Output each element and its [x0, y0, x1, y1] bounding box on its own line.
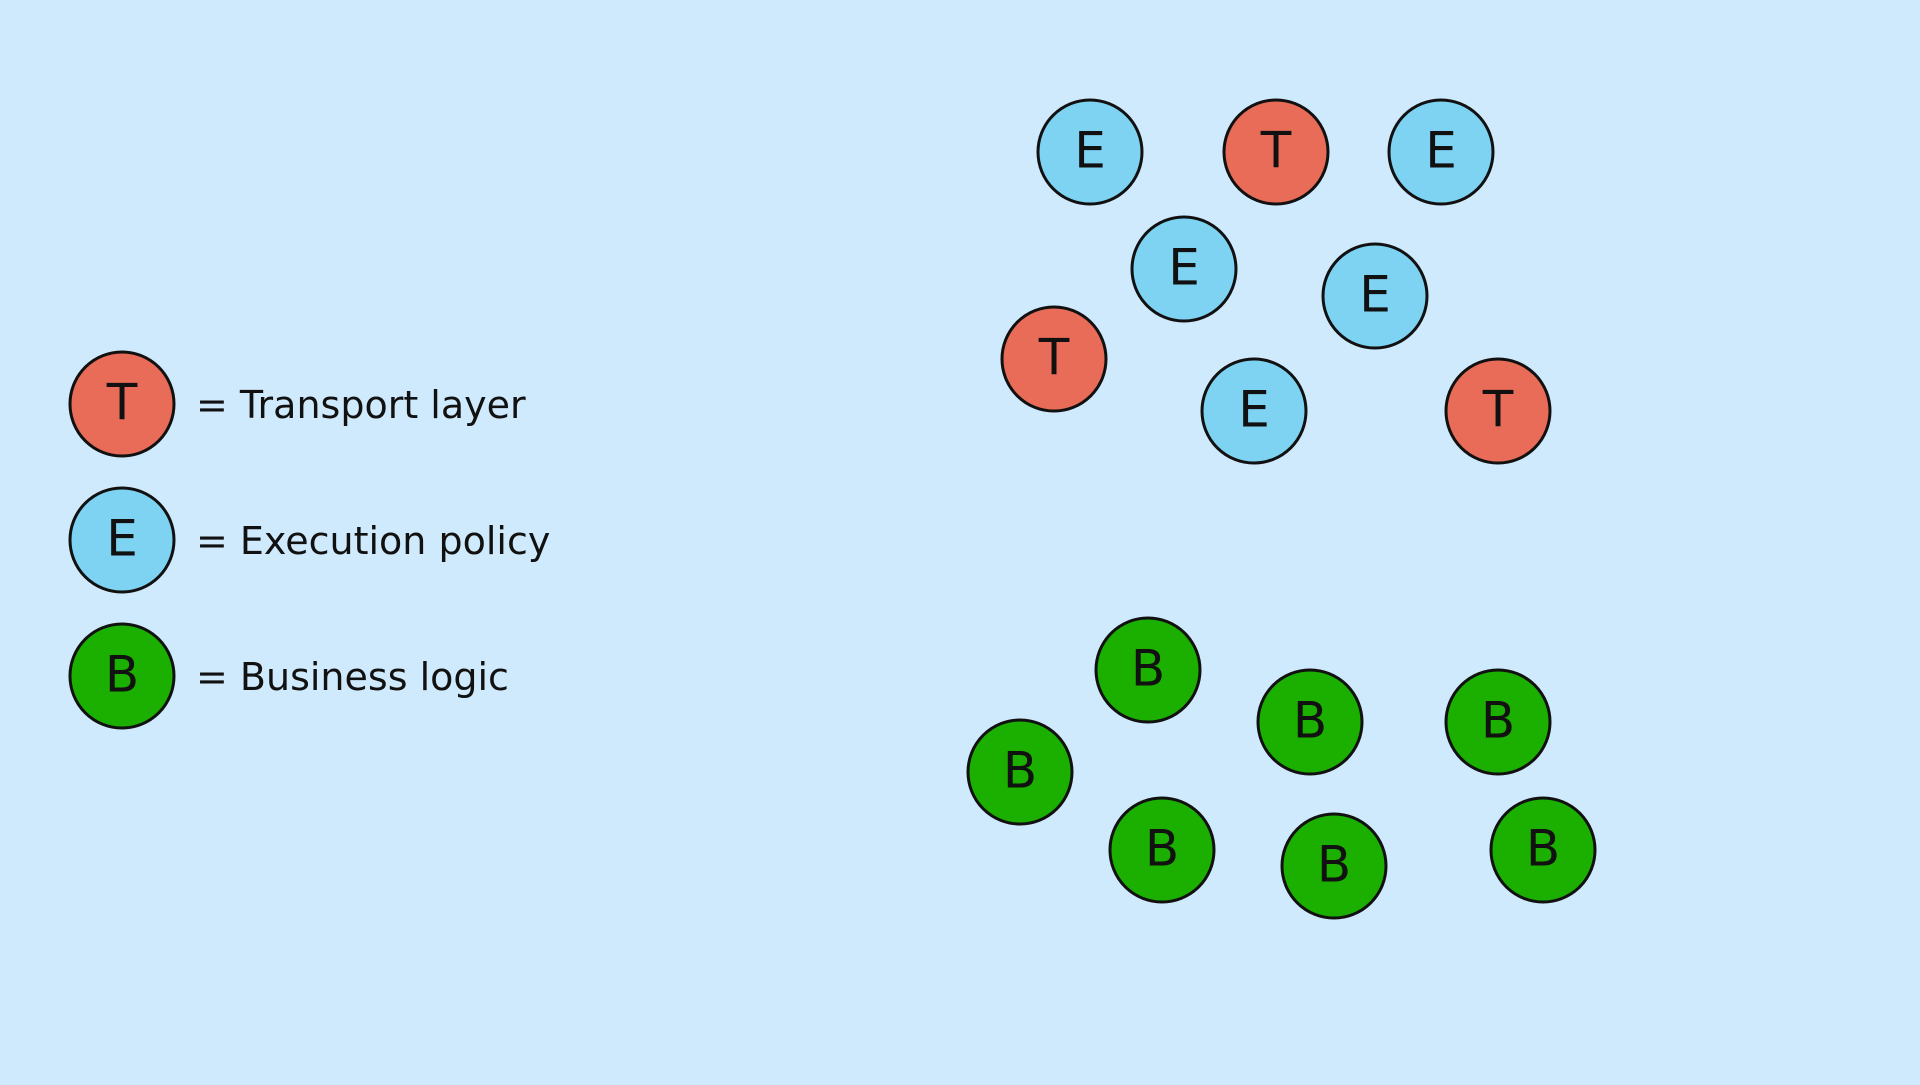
- business-circle: [966, 718, 1074, 826]
- transport-letter: T: [1038, 329, 1070, 387]
- transport-letter: T: [106, 374, 138, 432]
- execution-circle: [68, 486, 176, 594]
- execution-circle: [1130, 215, 1238, 323]
- execution-circle: [1387, 98, 1495, 206]
- business-letter: B: [1317, 836, 1351, 894]
- business-letter: B: [1293, 692, 1327, 750]
- legend-label-business: = Business logic: [196, 655, 509, 699]
- business-letter: B: [105, 646, 139, 704]
- transport-circle: [1222, 98, 1330, 206]
- execution-node: E: [1200, 357, 1308, 465]
- legend-swatch-execution: E: [68, 486, 176, 594]
- business-node: B: [1108, 796, 1216, 904]
- execution-letter: E: [1238, 381, 1270, 439]
- transport-letter: T: [1260, 122, 1292, 180]
- execution-circle: [1200, 357, 1308, 465]
- legend-swatch-business: B: [68, 622, 176, 730]
- transport-letter: T: [1482, 381, 1514, 439]
- execution-letter: E: [1168, 239, 1200, 297]
- execution-node: E: [1387, 98, 1495, 206]
- business-letter: B: [1003, 742, 1037, 800]
- business-letter: B: [1131, 640, 1165, 698]
- execution-circle: [1036, 98, 1144, 206]
- transport-circle: [68, 350, 176, 458]
- legend-item-transport: T = Transport layer: [68, 350, 526, 458]
- business-node: B: [1489, 796, 1597, 904]
- legend-item-business: B = Business logic: [68, 622, 509, 730]
- transport-circle: [1444, 357, 1552, 465]
- business-letter: B: [1526, 820, 1560, 878]
- execution-node: E: [1036, 98, 1144, 206]
- transport-node: T: [1222, 98, 1330, 206]
- business-letter: B: [1481, 692, 1515, 750]
- transport-node: T: [1000, 305, 1108, 413]
- execution-letter: E: [1359, 266, 1391, 324]
- business-circle: [68, 622, 176, 730]
- business-node: B: [966, 718, 1074, 826]
- execution-letter: E: [1425, 122, 1457, 180]
- business-node: B: [1444, 668, 1552, 776]
- business-circle: [1489, 796, 1597, 904]
- business-circle: [1444, 668, 1552, 776]
- execution-node: E: [1321, 242, 1429, 350]
- business-node: B: [1094, 616, 1202, 724]
- business-node: B: [1280, 812, 1388, 920]
- business-circle: [1108, 796, 1216, 904]
- execution-letter: E: [1074, 122, 1106, 180]
- business-circle: [1280, 812, 1388, 920]
- execution-letter: E: [106, 510, 138, 568]
- transport-circle: [1000, 305, 1108, 413]
- legend-label-execution: = Execution policy: [196, 519, 550, 563]
- node-cluster: E T E E E T E T B B B B B B B: [966, 98, 1597, 920]
- business-circle: [1094, 616, 1202, 724]
- execution-circle: [1321, 242, 1429, 350]
- business-circle: [1256, 668, 1364, 776]
- business-node: B: [1256, 668, 1364, 776]
- transport-node: T: [1444, 357, 1552, 465]
- legend-item-execution: E = Execution policy: [68, 486, 550, 594]
- execution-node: E: [1130, 215, 1238, 323]
- business-letter: B: [1145, 820, 1179, 878]
- legend-label-transport: = Transport layer: [196, 383, 526, 427]
- legend-swatch-transport: T: [68, 350, 176, 458]
